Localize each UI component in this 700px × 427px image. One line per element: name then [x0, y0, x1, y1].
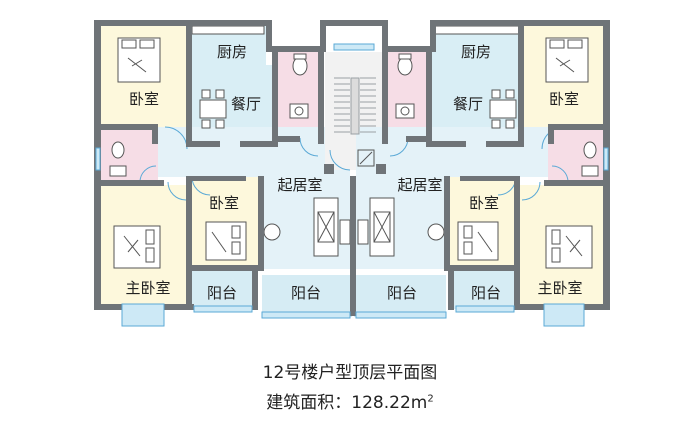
toilet-icon [583, 141, 597, 159]
sofa-icon [313, 197, 339, 257]
plant-icon [263, 223, 281, 241]
stair-treads [334, 77, 376, 167]
window [193, 305, 253, 313]
sink-icon [109, 165, 127, 177]
window [355, 311, 447, 319]
plant-icon [427, 223, 445, 241]
right-mid-bedroom-label: 卧室 [469, 194, 499, 212]
left-kitchen-label: 厨房 [217, 43, 247, 61]
area-unit: m [410, 393, 428, 413]
window [543, 303, 585, 327]
left-top-bedroom-label: 卧室 [129, 90, 159, 108]
toilet-icon [397, 53, 413, 76]
right-living-label: 起居室 [397, 176, 442, 194]
plan-title: 12号楼户型顶层平面图 [262, 363, 438, 383]
window [261, 311, 351, 319]
kitchen-counter-icon [433, 25, 521, 35]
left-bath-fill [100, 130, 158, 182]
kitchen-counter-icon [191, 25, 265, 35]
left-balcony-large-label: 阳台 [291, 284, 321, 302]
dining-table-icon [199, 89, 227, 129]
area-label: 建筑面积： [266, 393, 352, 413]
sink-icon [395, 103, 415, 119]
window [95, 147, 101, 171]
left-mid-bedroom-label: 卧室 [209, 194, 239, 212]
window [121, 303, 165, 327]
sink-icon [581, 165, 599, 177]
right-dining-label: 餐厅 [453, 95, 483, 113]
door-swing-icon [167, 181, 187, 201]
armchair-icon [339, 219, 351, 245]
building-area: 建筑面积：128.22m2 [0, 388, 700, 413]
door-swing-icon [139, 165, 157, 183]
right-balcony-small-fill [454, 271, 518, 309]
right-top-bedroom-label: 卧室 [549, 90, 579, 108]
door-swings [139, 126, 569, 201]
window [603, 147, 609, 171]
right-balcony-small-label: 阳台 [471, 284, 501, 302]
right-kitchen-label: 厨房 [461, 43, 491, 61]
toilet-icon [292, 53, 308, 76]
right-balcony-large-fill [354, 275, 446, 317]
bed-icon [205, 221, 247, 261]
left-balcony-large-fill [262, 275, 352, 317]
floor-plan: 厨房 餐厅 卧室 卧室 起居室 主卧室 阳台 阳台 厨房 餐厅 卧室 卧室 起居… [94, 20, 610, 327]
sink-icon [289, 103, 309, 119]
bed-icon [545, 225, 593, 269]
left-master-bedroom-label: 主卧室 [125, 279, 170, 297]
dining-table-icon [489, 89, 517, 129]
bed-icon [457, 221, 499, 261]
area-value: 128.22 [351, 393, 411, 413]
area-unit-superscript: 2 [427, 393, 434, 405]
left-dining-label: 餐厅 [231, 95, 261, 113]
toilet-icon [111, 141, 125, 159]
bed-icon [113, 225, 161, 269]
left-living-label: 起居室 [277, 176, 322, 194]
left-balcony-small-label: 阳台 [207, 284, 237, 302]
right-balcony-large-label: 阳台 [387, 284, 417, 302]
door-swing-icon [551, 165, 569, 183]
left-balcony-small-fill [190, 271, 252, 309]
bed-icon [545, 37, 589, 83]
room-labels: 厨房 餐厅 卧室 卧室 起居室 主卧室 阳台 阳台 厨房 餐厅 卧室 卧室 起居… [125, 43, 582, 302]
windows [95, 43, 609, 327]
right-master-bedroom-label: 主卧室 [537, 279, 582, 297]
door-swing-icon [521, 181, 541, 201]
sofa-icon [369, 197, 395, 257]
door-swing-icon [329, 149, 351, 171]
bed-icon [117, 37, 161, 83]
armchair-icon [357, 219, 369, 245]
door-swing-icon [299, 137, 319, 157]
window [455, 305, 515, 313]
window [333, 43, 375, 51]
furniture [109, 25, 599, 269]
